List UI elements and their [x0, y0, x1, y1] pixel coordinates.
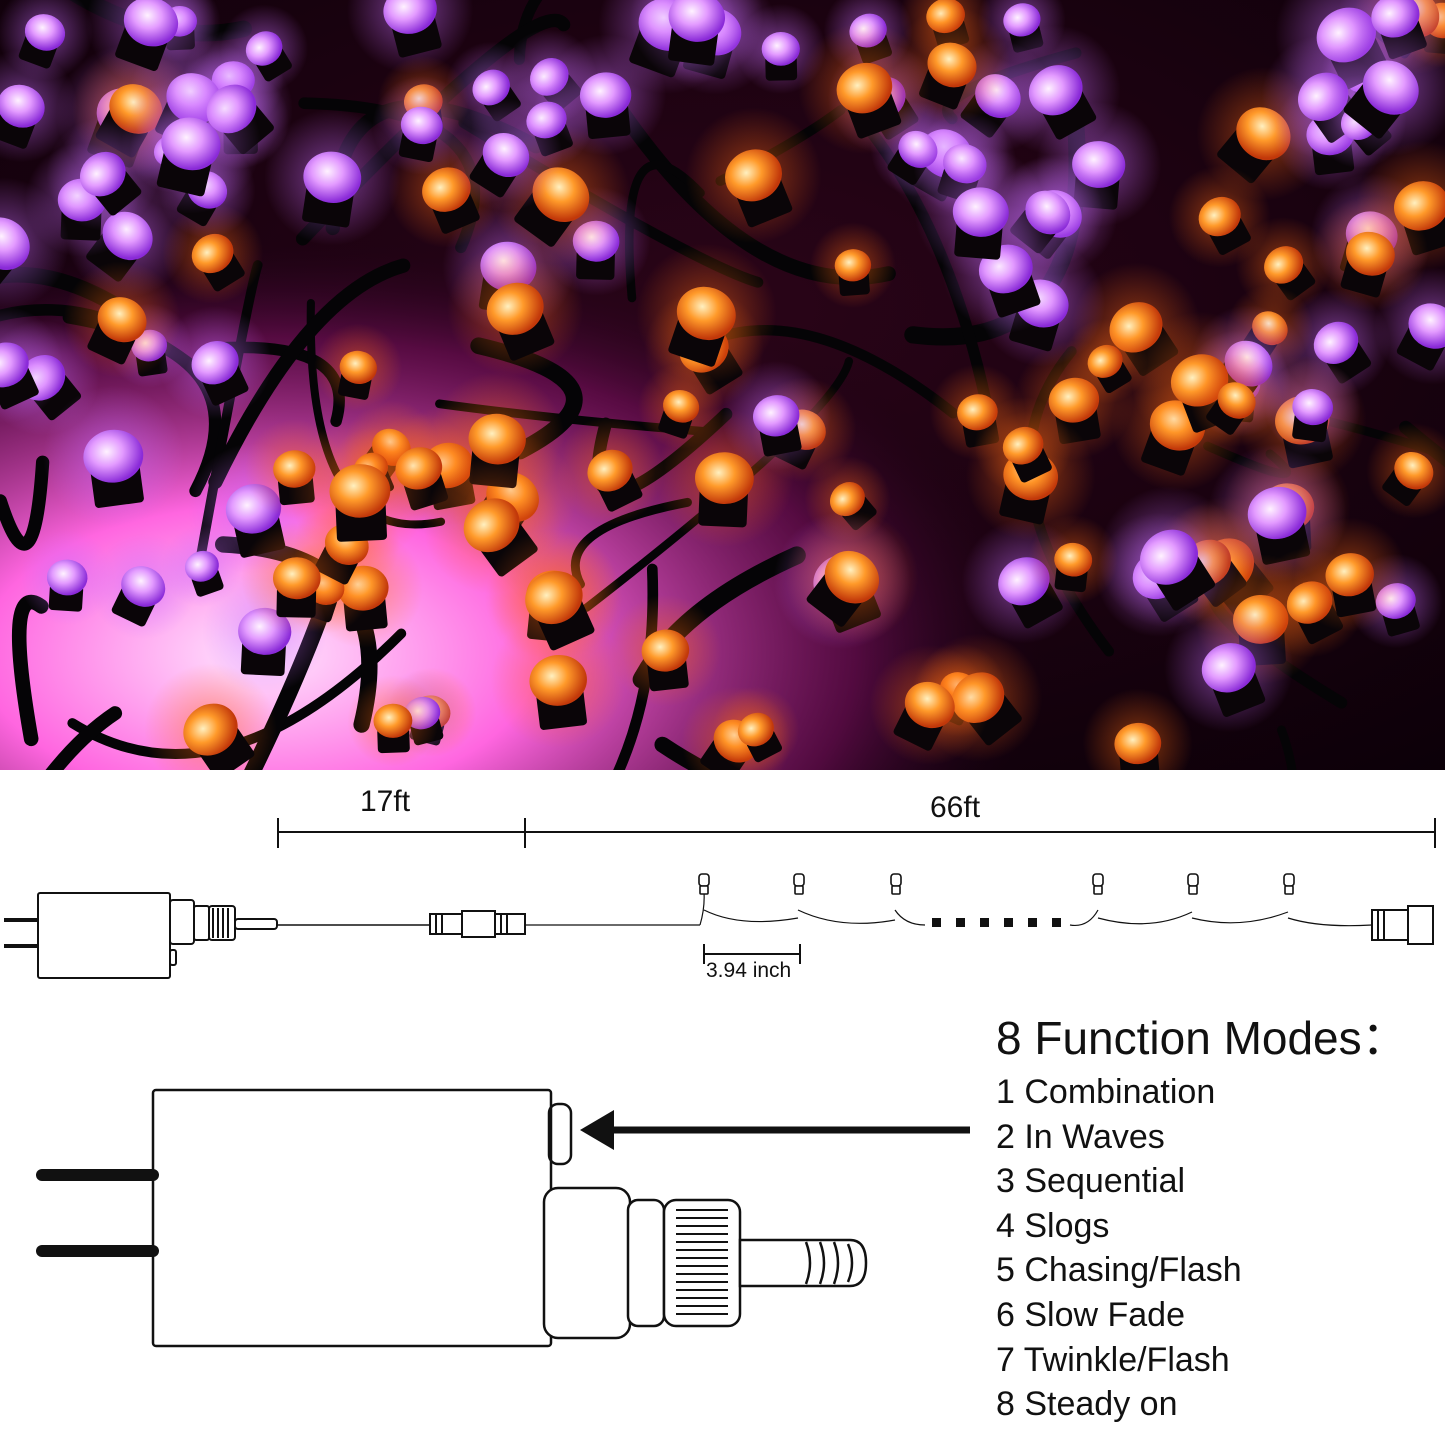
purple-bulb [1322, 19, 1445, 157]
purple-bulb [19, 529, 115, 626]
orange-bulb [869, 644, 990, 766]
diagram-bulb [1092, 873, 1104, 895]
orange-bulb [447, 240, 584, 377]
orange-bulb [1190, 354, 1283, 447]
purple-bulb [161, 525, 243, 607]
purple-bulb [158, 306, 272, 420]
purple-bulb [1264, 359, 1361, 456]
diagram-bulb [890, 873, 902, 895]
lead-dimension-line [277, 818, 526, 848]
mode-item: 4 Slogs [996, 1206, 1110, 1245]
function-modes: 8 Function Modes： 1 Combination 2 In Wav… [996, 1010, 1408, 1427]
mode-button [547, 1102, 573, 1166]
purple-bulb [42, 385, 184, 527]
purple-bulb [346, 0, 474, 74]
purple-bulb [721, 360, 832, 471]
orange-bulb [1168, 165, 1271, 268]
string-lights-photo [0, 0, 1445, 770]
string-dimension-line [525, 818, 1436, 848]
small-power-adapter [4, 892, 278, 979]
orange-bulb [1292, 517, 1407, 632]
end-cap [1371, 905, 1434, 945]
bulb-spacing-line [703, 944, 801, 964]
mode-item: 6 Slow Fade [996, 1295, 1185, 1334]
purple-bulb [86, 0, 216, 87]
purple-bulb [0, 0, 93, 81]
mode-item: 5 Chasing/Flash [996, 1251, 1242, 1290]
purple-bulb [0, 306, 63, 424]
pointer-arrow [580, 1110, 970, 1150]
continuation-dots [932, 918, 1061, 927]
bulb-spacing-label: 3.94 inch [706, 959, 792, 982]
diagram-bulb [1283, 873, 1295, 895]
diagram-bulb [698, 873, 710, 895]
purple-bulb [1164, 603, 1294, 733]
orange-bulb [63, 261, 181, 379]
orange-bulb [637, 363, 725, 450]
orange-bulb [288, 419, 432, 563]
orange-bulb [636, 243, 777, 384]
purple-bulb [449, 98, 563, 212]
orange-bulb [1082, 688, 1193, 770]
purple-bulb [220, 4, 309, 93]
orange-bulb [974, 397, 1072, 495]
orange-bulb [609, 594, 722, 707]
mode-item: 8 Steady on [996, 1385, 1178, 1424]
diagram-bulb [1187, 873, 1199, 895]
lead-length-label: 17ft [360, 785, 411, 818]
purple-bulb [0, 177, 70, 311]
large-power-adapter [36, 1088, 868, 1348]
orange-bulb [240, 522, 353, 635]
orange-bulb [685, 107, 822, 244]
mode-item: 1 Combination [996, 1073, 1216, 1111]
purple-bulb [372, 75, 472, 175]
orange-bulb [798, 21, 931, 155]
purple-bulb [990, 25, 1121, 156]
orange-bulb [712, 686, 800, 770]
purple-bulb [914, 146, 1047, 279]
inline-connector [429, 910, 526, 938]
orange-bulb [785, 510, 919, 644]
orange-bulb [314, 323, 403, 412]
orange-bulb [1062, 318, 1148, 404]
purple-bulb [264, 109, 401, 246]
orange-bulb [810, 222, 896, 309]
purple-bulb [1098, 486, 1240, 628]
purple-bulb [630, 0, 764, 84]
orange-bulb [484, 528, 623, 667]
mode-item: 3 Sequential [996, 1162, 1186, 1201]
purple-bulb [121, 74, 261, 214]
orange-bulb [144, 663, 277, 770]
orange-bulb [347, 675, 439, 767]
wiring-diagram [4, 818, 1436, 1348]
mode-item: 2 In Waves [996, 1117, 1165, 1156]
orange-bulb [1366, 423, 1445, 519]
mode-item: 7 Twinkle/Flash [996, 1340, 1230, 1379]
string-length-label: 66ft [930, 791, 981, 824]
function-modes-title: 8 Function Modes： [996, 1012, 1408, 1064]
orange-bulb [1312, 195, 1429, 312]
diagram-bulb [793, 873, 805, 895]
orange-bulb [555, 416, 665, 525]
function-modes-list: 1 Combination 2 In Waves 3 Sequential 4 … [996, 1070, 1408, 1427]
